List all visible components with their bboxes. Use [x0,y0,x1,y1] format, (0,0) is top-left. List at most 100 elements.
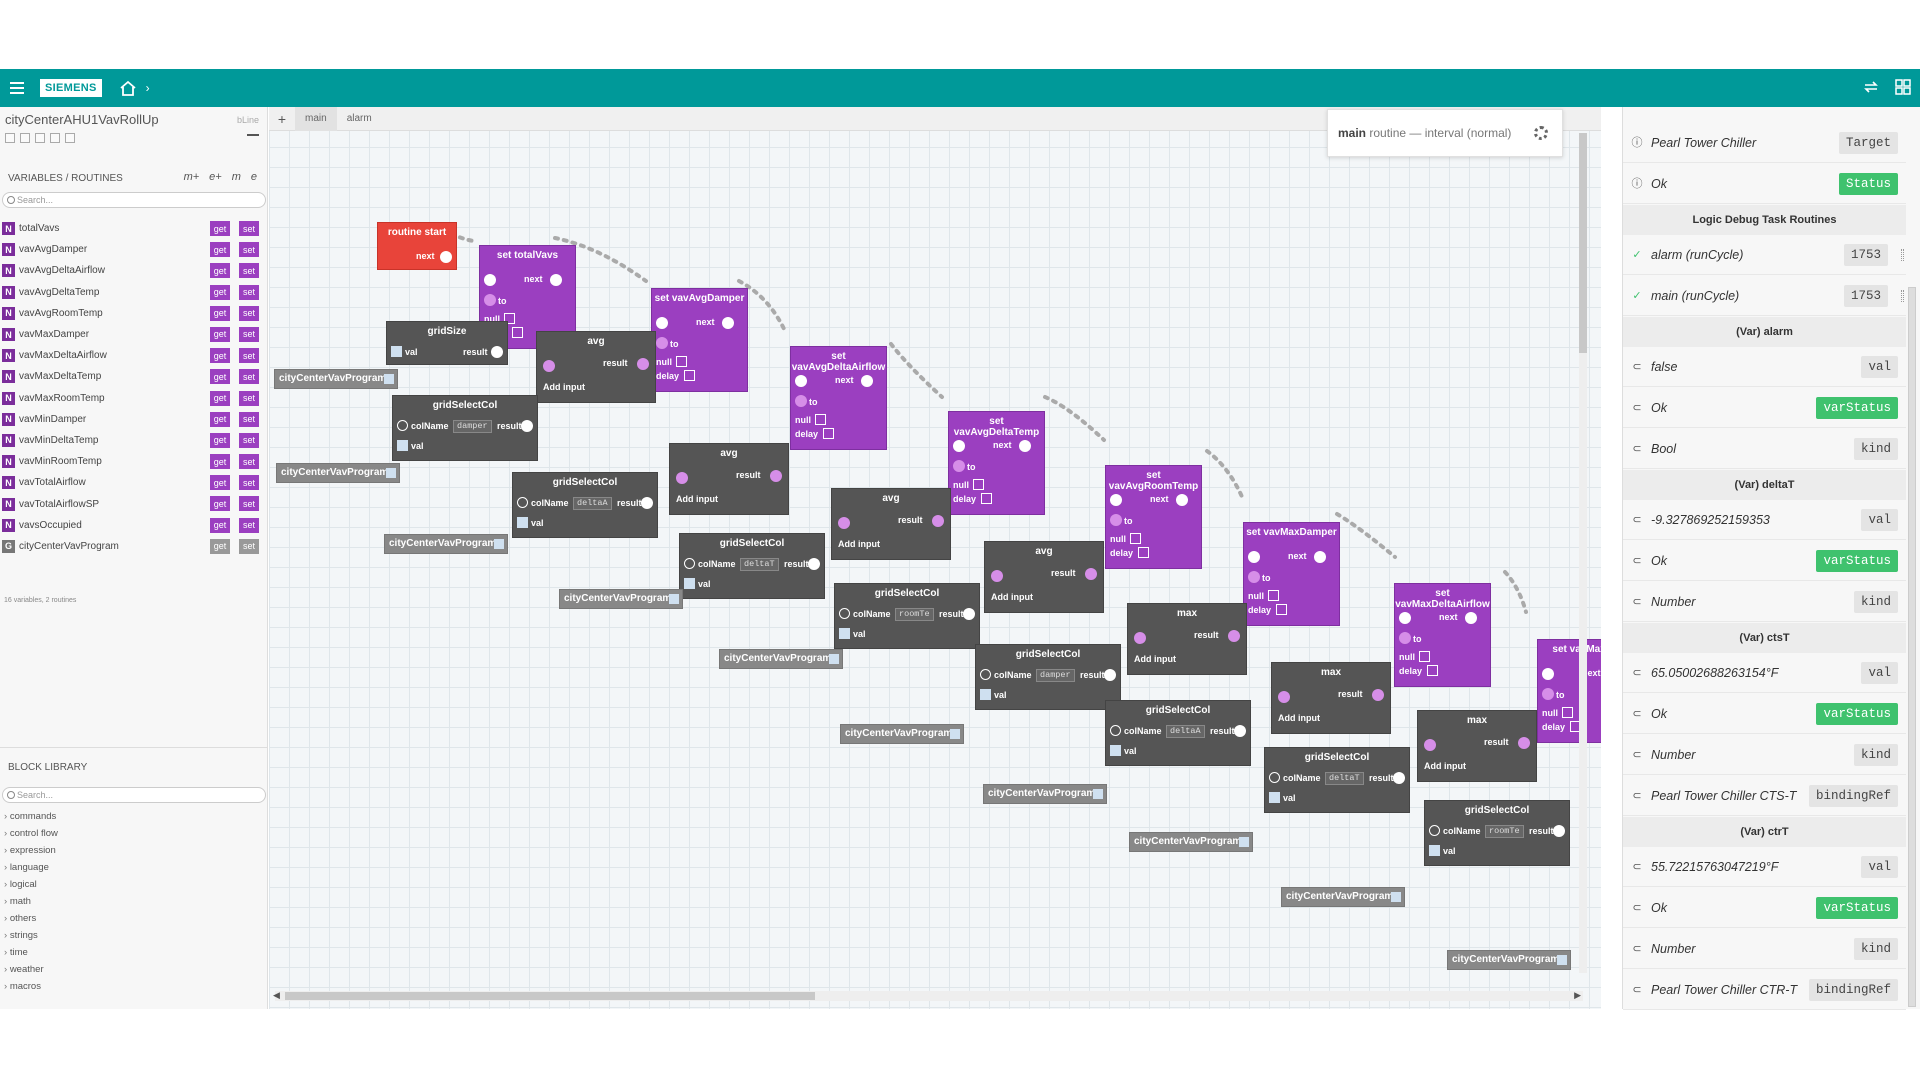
get-variable-button[interactable]: get [210,284,230,300]
drag-handle-icon[interactable] [1901,290,1904,302]
get-variable-button[interactable]: get [210,326,230,342]
get-variable-button[interactable]: get [210,305,230,321]
add-tab-button[interactable]: + [277,110,287,127]
set-variable-button[interactable]: set [239,284,259,300]
program-reference-block[interactable]: cityCenterVavProgram [1129,832,1253,852]
variables-search-input[interactable]: Search... [2,192,266,208]
redo-icon[interactable] [50,133,60,143]
canvas-vertical-scrollbar[interactable] [1579,133,1587,973]
library-category[interactable]: language [4,862,58,879]
library-category[interactable]: math [4,896,58,913]
library-category[interactable]: logical [4,879,58,896]
library-category[interactable]: control flow [4,828,58,845]
program-reference-block[interactable]: cityCenterVavProgram [840,724,964,744]
library-category[interactable]: strings [4,930,58,947]
set-variable-button[interactable]: set [239,305,259,321]
set-variable-button[interactable]: set [239,538,259,554]
set-variable-button[interactable]: set [239,496,259,512]
get-variable-button[interactable]: get [210,517,230,533]
sync-icon[interactable] [1862,78,1880,96]
entity-tool[interactable]: e [250,171,257,183]
library-category[interactable]: time [4,947,58,964]
add-entity-tool[interactable]: e+ [209,171,222,183]
collapse-panel-icon[interactable] [247,134,259,142]
set-variable-button[interactable]: set [239,517,259,533]
get-variable-button[interactable]: get [210,432,230,448]
library-category[interactable]: others [4,913,58,930]
debug-row[interactable]: ✓alarm (runCycle)1753 [1623,235,1906,275]
library-category[interactable]: expression [4,845,58,862]
marker-tool[interactable]: m [231,171,241,183]
set-variable-button[interactable]: set [239,390,259,406]
set-variable-button[interactable]: set [239,369,259,385]
program-reference-block[interactable]: cityCenterVavProgram [559,589,683,609]
program-reference-block[interactable]: cityCenterVavProgram [1281,887,1405,907]
tab-alarm[interactable]: alarm [346,112,372,124]
library-category[interactable]: commands [4,811,58,828]
program-reference-block[interactable]: cityCenterVavProgram [1447,950,1571,970]
drag-handle-icon[interactable] [1901,249,1904,261]
grid-apps-icon[interactable] [1894,78,1912,96]
set-variable-button[interactable]: set [239,475,259,491]
get-variable-button[interactable]: get [210,454,230,470]
get-variable-button[interactable]: get [210,475,230,491]
home-icon[interactable] [118,78,138,98]
get-variable-button[interactable]: get [210,390,230,406]
program-reference-block[interactable]: cityCenterVavProgram [384,534,508,554]
set-variable-button[interactable]: set [239,454,259,470]
program-reference-block[interactable]: cityCenterVavProgram [276,463,400,483]
get-variable-button[interactable]: get [210,348,230,364]
scroll-right-icon[interactable]: ▶ [1574,990,1581,1000]
debug-panel-scrollbar[interactable] [1908,117,1918,1007]
list-icon[interactable] [20,133,30,143]
undo-icon[interactable] [35,133,45,143]
program-reference-block[interactable]: cityCenterVavProgram [274,369,398,389]
program-reference-block[interactable]: cityCenterVavProgram [983,784,1107,804]
save-icon[interactable] [5,133,15,143]
add-marker-tool[interactable]: m+ [183,171,200,183]
